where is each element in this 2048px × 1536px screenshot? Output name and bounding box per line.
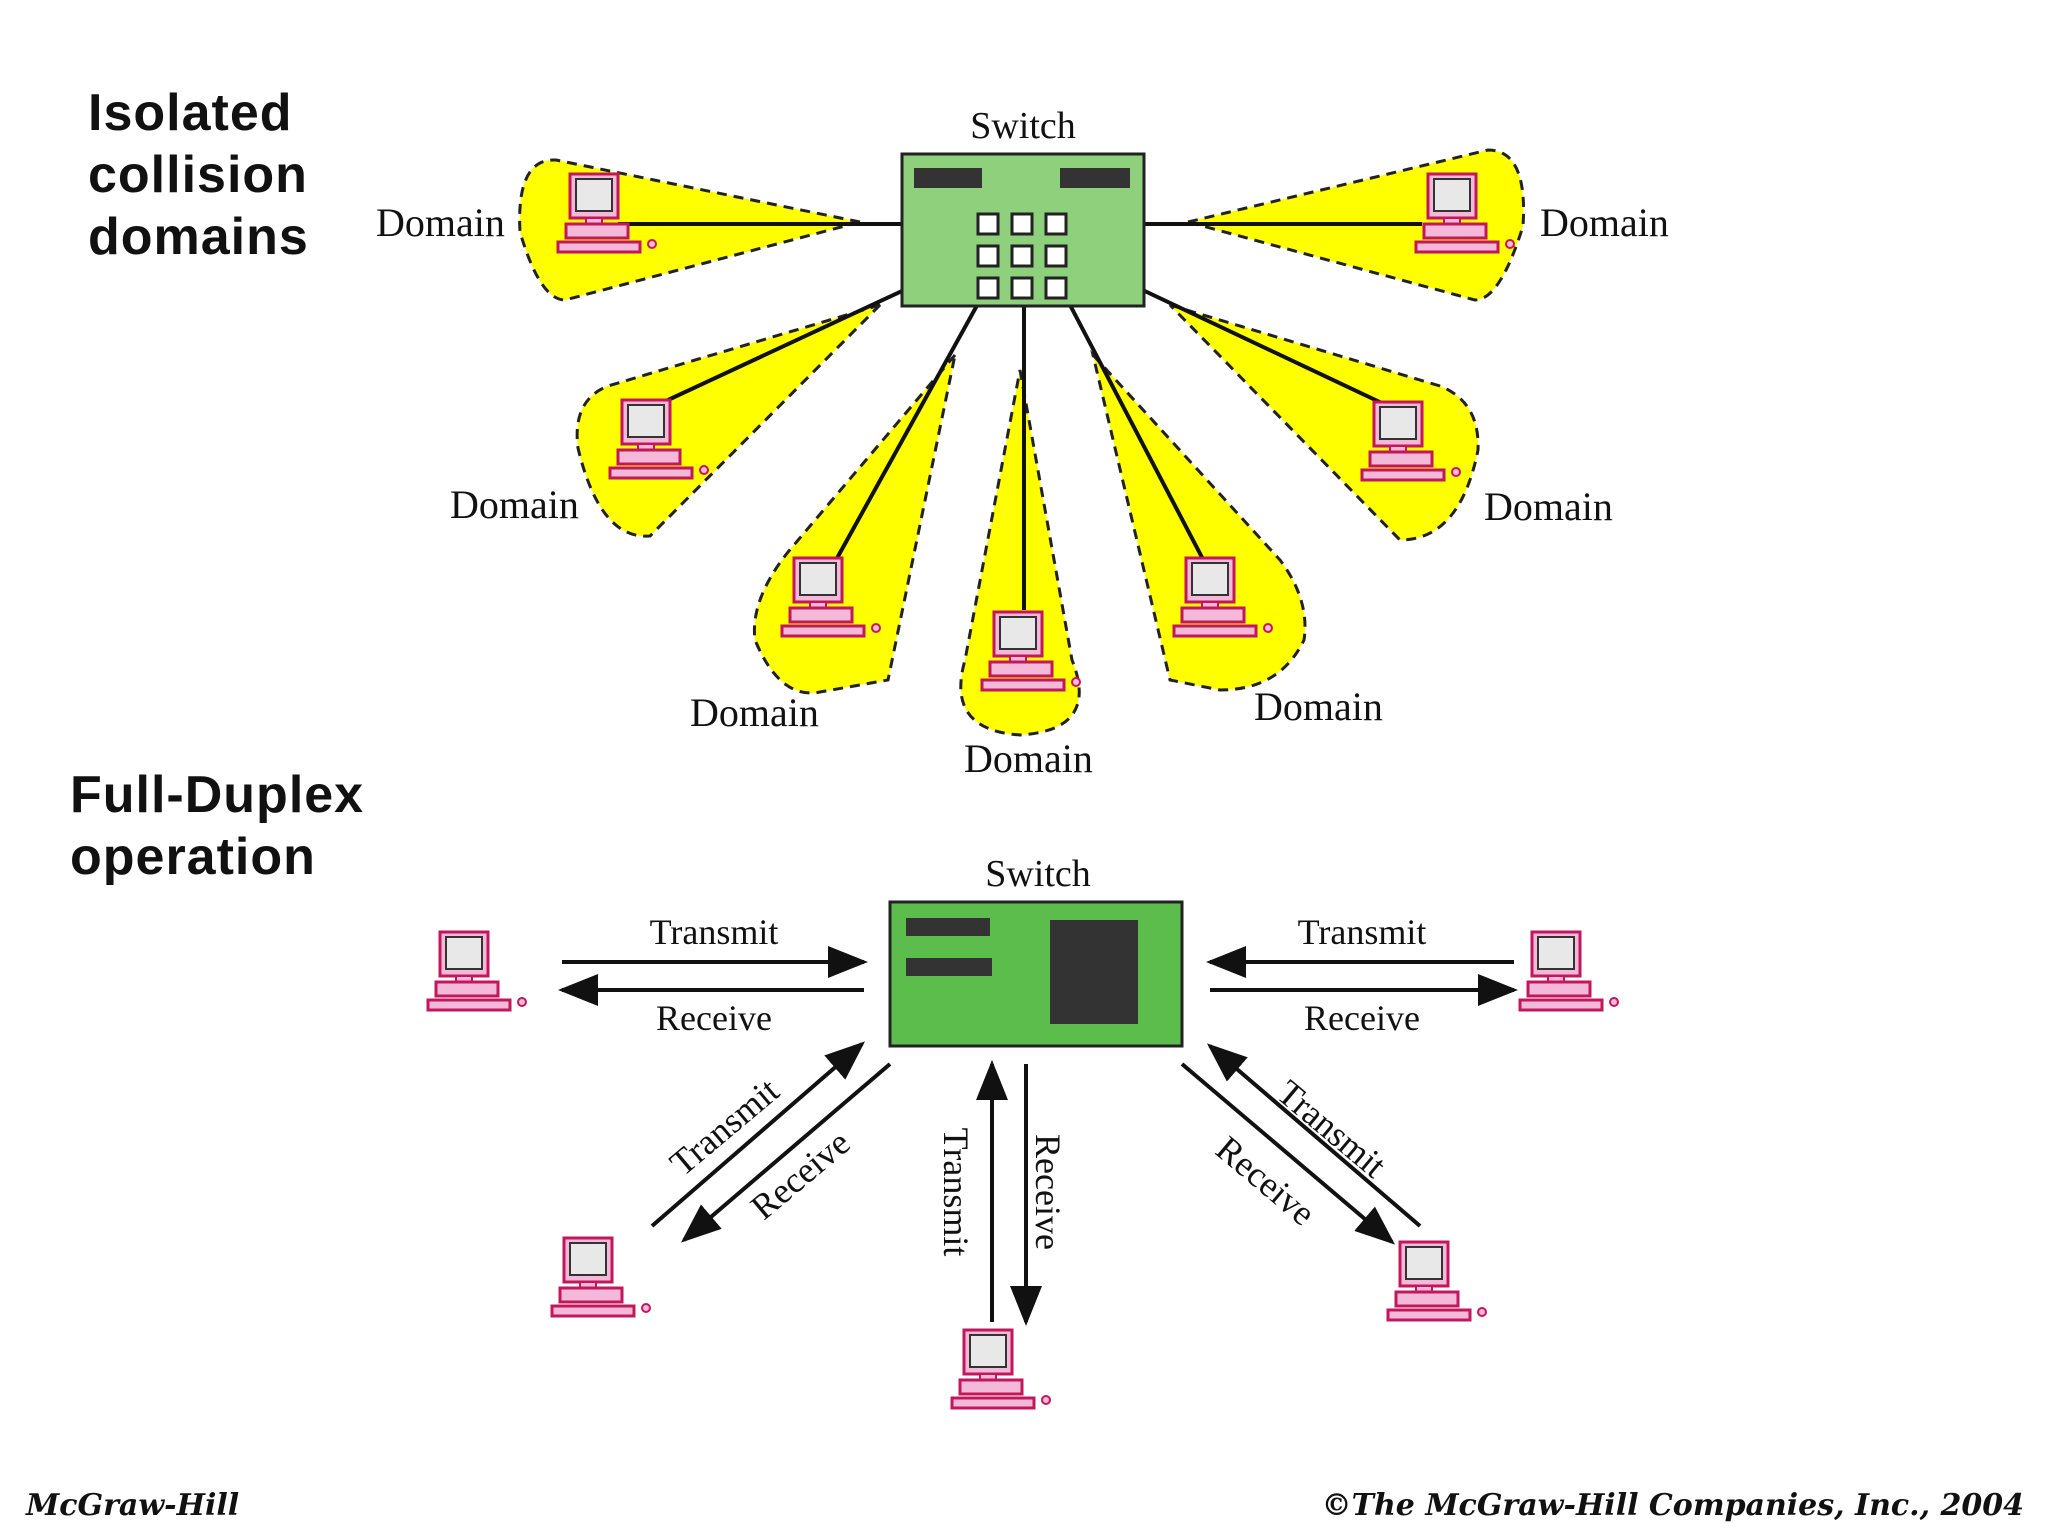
computer-icon — [608, 398, 709, 480]
switch-label: Switch — [985, 853, 1091, 895]
domain-label: Domain — [450, 482, 579, 527]
switch-device — [900, 152, 1146, 308]
domain-region — [959, 369, 1081, 737]
domain-label: Domain — [1540, 200, 1669, 245]
heading-line: Isolated — [88, 84, 293, 142]
receive-label: Receive — [1208, 1128, 1323, 1233]
transmit-label: Transmit — [1298, 912, 1427, 952]
receive-label: Receive — [1028, 1134, 1068, 1250]
transmit-label: Transmit — [1270, 1072, 1394, 1185]
switch-ports — [976, 212, 1068, 300]
domain-label: Domain — [1484, 484, 1613, 529]
computer-icon — [1386, 1240, 1487, 1322]
computer-icon — [1518, 930, 1619, 1012]
domain-label: Domain — [690, 690, 819, 735]
computer-icon — [950, 1328, 1051, 1410]
computer-icon — [1172, 556, 1273, 638]
computer-icon — [426, 930, 527, 1012]
computer-icon — [556, 172, 657, 254]
copyright-footer: ©The McGraw-Hill Companies, Inc., 2004 — [1321, 1488, 2024, 1523]
receive-label: Receive — [1304, 998, 1420, 1038]
heading-line: domains — [88, 208, 309, 266]
heading-line: collision — [88, 146, 308, 204]
heading-line: Full-Duplex — [70, 766, 365, 824]
domain-label: Domain — [376, 200, 505, 245]
computer-icon — [980, 610, 1081, 692]
domain-label: Domain — [964, 736, 1093, 781]
computer-icon — [1414, 172, 1515, 254]
duplex-arrows — [558, 946, 1518, 1326]
receive-label: Receive — [656, 998, 772, 1038]
transmit-label: Transmit — [650, 912, 779, 952]
heading-line: operation — [70, 828, 316, 886]
switch-label: Switch — [970, 105, 1076, 147]
publisher-footer: McGraw-Hill — [26, 1488, 240, 1523]
switch-device — [888, 900, 1184, 1048]
domain-region — [1090, 349, 1307, 692]
transmit-label: Transmit — [936, 1128, 976, 1257]
domain-label: Domain — [1254, 684, 1383, 729]
computer-icon — [780, 556, 881, 638]
isolated-domains-heading: Isolated collision domains — [88, 82, 309, 268]
full-duplex-heading: Full-Duplex operation — [70, 764, 364, 888]
computer-icon — [1360, 400, 1461, 482]
computer-icon — [550, 1236, 651, 1318]
